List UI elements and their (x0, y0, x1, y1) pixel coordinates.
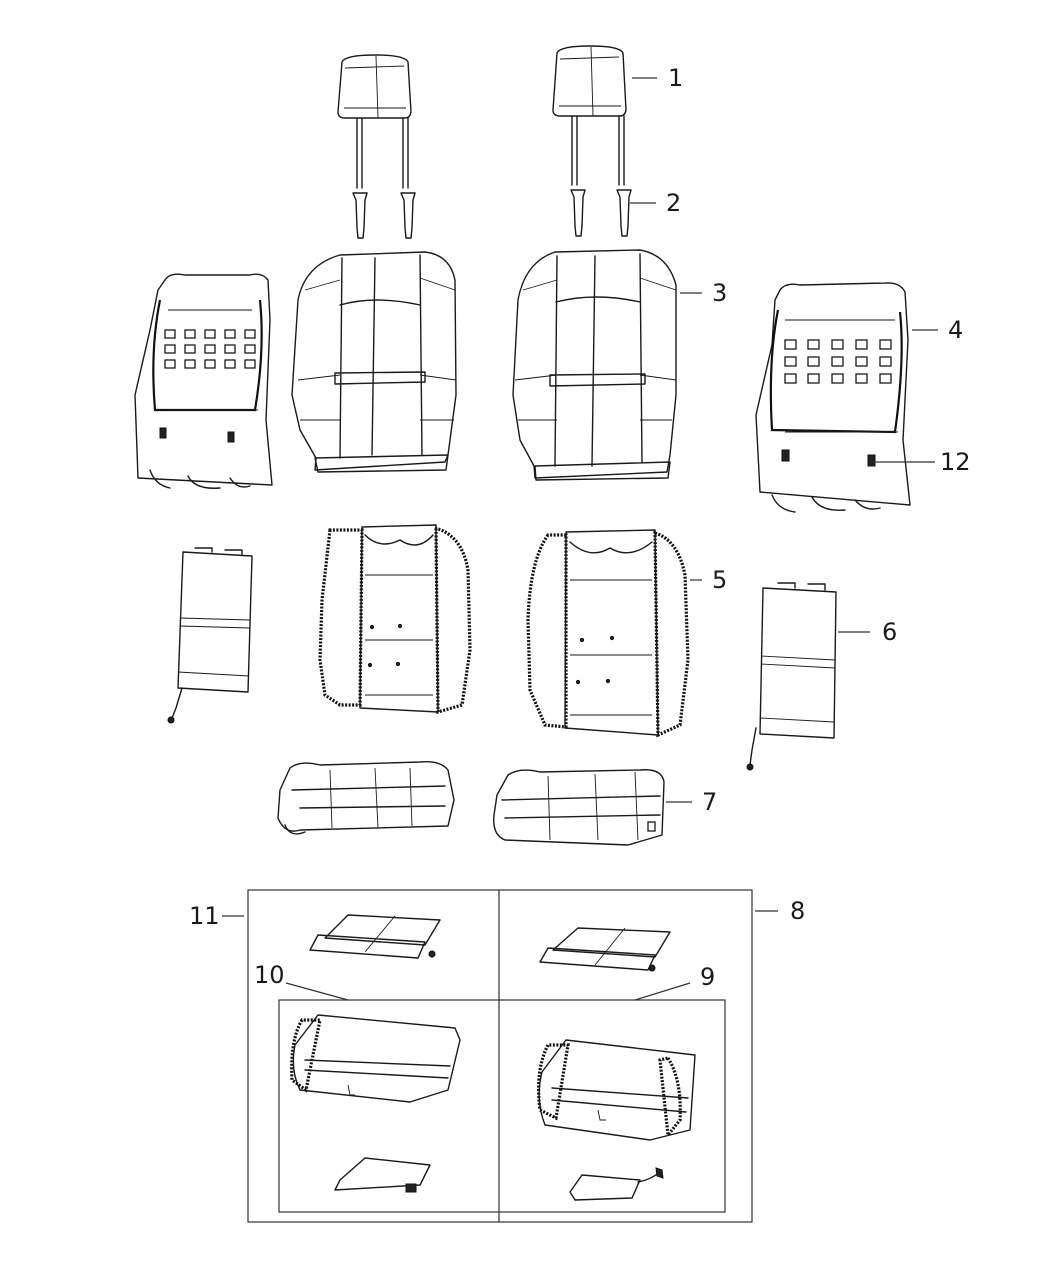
callout-7: 7 (702, 788, 718, 816)
callout-1: 1 (668, 64, 684, 92)
cushion-bracket-right[interactable] (569, 1167, 664, 1201)
seat-back-cover-right[interactable] (512, 249, 677, 481)
seat-back-heater-pad-right[interactable] (746, 582, 837, 771)
callout-8: 8 (790, 897, 806, 925)
cushion-bracket-left[interactable] (334, 1157, 431, 1193)
seat-back-foam-right[interactable] (526, 529, 690, 738)
callout-11: 11 (189, 902, 220, 930)
callout-12: 12 (940, 448, 971, 476)
seat-back-heater-pad-left[interactable] (167, 547, 253, 724)
seat-back-frame-left[interactable] (134, 273, 273, 489)
callout-6: 6 (882, 618, 898, 646)
cushion-foam-right[interactable] (537, 1039, 696, 1141)
seat-cushion-cover-right[interactable] (493, 769, 665, 846)
guide-sleeves-left[interactable] (352, 192, 416, 239)
seat-back-cover-left[interactable] (291, 251, 457, 473)
callout-9: 9 (700, 963, 716, 991)
cushion-foam-left[interactable] (290, 1014, 461, 1103)
callout-5: 5 (712, 566, 728, 594)
seat-cushion-foam-box (278, 999, 726, 1213)
seat-cushion-kit-box (247, 889, 753, 1223)
guide-sleeves-right[interactable] (570, 189, 632, 237)
callout-3: 3 (712, 279, 728, 307)
callout-2: 2 (666, 189, 682, 217)
seat-cushion-cover-left[interactable] (277, 760, 455, 835)
callout-4: 4 (948, 316, 964, 344)
cushion-heater-mat-left[interactable] (309, 914, 441, 959)
headrest-left[interactable] (337, 54, 412, 189)
seat-back-frame-right[interactable] (755, 282, 911, 513)
headrest-right[interactable] (552, 45, 627, 186)
seat-back-foam-left[interactable] (318, 524, 472, 715)
leader-lines (222, 77, 938, 1001)
cushion-heater-mat-right[interactable] (539, 927, 671, 972)
callout-10: 10 (254, 961, 285, 989)
